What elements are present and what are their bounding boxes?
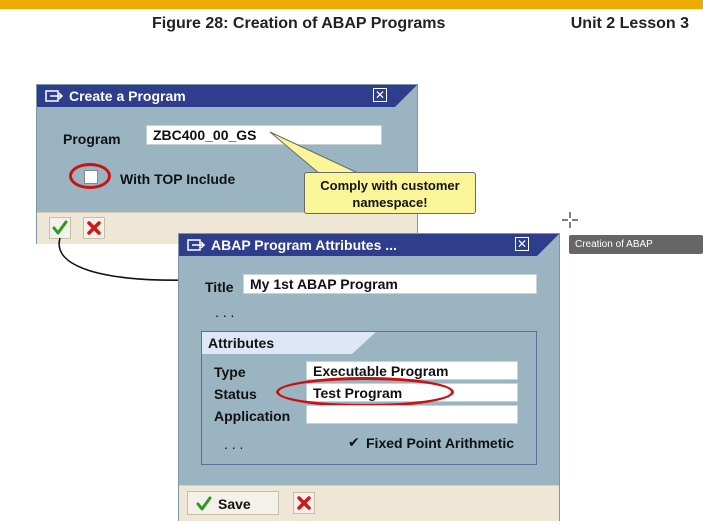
program-label: Program (63, 131, 121, 147)
title-input[interactable]: My 1st ABAP Program (243, 274, 537, 294)
cancel-x-icon (297, 496, 311, 510)
type-label: Type (214, 364, 246, 380)
attributes-group-header: Attributes (202, 332, 536, 354)
titlebar-wedge (395, 85, 417, 107)
titlebar-wedge (537, 234, 559, 256)
checkmark-icon (196, 496, 212, 511)
callout-line-2: namespace! (352, 195, 428, 210)
create-program-title: Create a Program (69, 88, 186, 104)
save-label: Save (218, 496, 251, 512)
close-icon[interactable]: ✕ (515, 237, 529, 251)
namespace-callout: Comply with customer namespace! (304, 172, 476, 214)
attributes-dialog: ABAP Program Attributes ... ✕ Title My 1… (178, 233, 560, 521)
attributes-footer: Save (179, 485, 559, 521)
status-highlight-ellipse (276, 377, 454, 407)
group-tab-wedge (352, 332, 376, 354)
program-input[interactable]: ZBC400_00_GS (146, 125, 382, 145)
application-label: Application (214, 408, 291, 424)
tooltip: Creation of ABAP Programs (569, 235, 703, 269)
status-label: Status (214, 386, 257, 402)
top-include-label: With TOP Include (120, 171, 236, 187)
window-icon (187, 239, 206, 251)
checkmark-icon: ✔ (348, 434, 360, 450)
checkbox-highlight-ellipse (69, 163, 111, 189)
window-icon (45, 90, 64, 102)
checkmark-icon (52, 220, 68, 235)
application-input[interactable] (306, 405, 518, 424)
callout-line-1: Comply with customer (320, 178, 460, 193)
attributes-group-title: Attributes (208, 335, 275, 351)
cancel-x-icon (87, 221, 101, 235)
attributes-title: ABAP Program Attributes ... (211, 237, 397, 253)
callout-pointer (269, 131, 361, 175)
crosshair-cursor-icon (562, 212, 578, 228)
cancel-button[interactable] (293, 492, 315, 514)
create-program-titlebar: Create a Program ✕ (37, 85, 395, 107)
type-input[interactable]: Executable Program (306, 361, 518, 380)
fixed-point-label: Fixed Point Arithmetic (366, 435, 515, 451)
figure-title: Figure 28: Creation of ABAP Programs (152, 15, 446, 32)
attributes-ellipsis: . . . (224, 436, 244, 452)
unit-lesson-label: Unit 2 Lesson 3 (570, 15, 689, 32)
title-ellipsis: . . . (215, 304, 235, 320)
save-button[interactable]: Save (187, 491, 279, 515)
attributes-group: Attributes Type Executable Program Statu… (201, 331, 537, 465)
group-tab (202, 332, 352, 354)
cancel-button[interactable] (83, 217, 105, 239)
title-label: Title (205, 279, 234, 295)
close-icon[interactable]: ✕ (373, 88, 387, 102)
attributes-titlebar: ABAP Program Attributes ... ✕ (179, 234, 537, 256)
accent-bar (0, 0, 703, 9)
create-program-dialog: Create a Program ✕ Program ZBC400_00_GS … (36, 84, 418, 244)
